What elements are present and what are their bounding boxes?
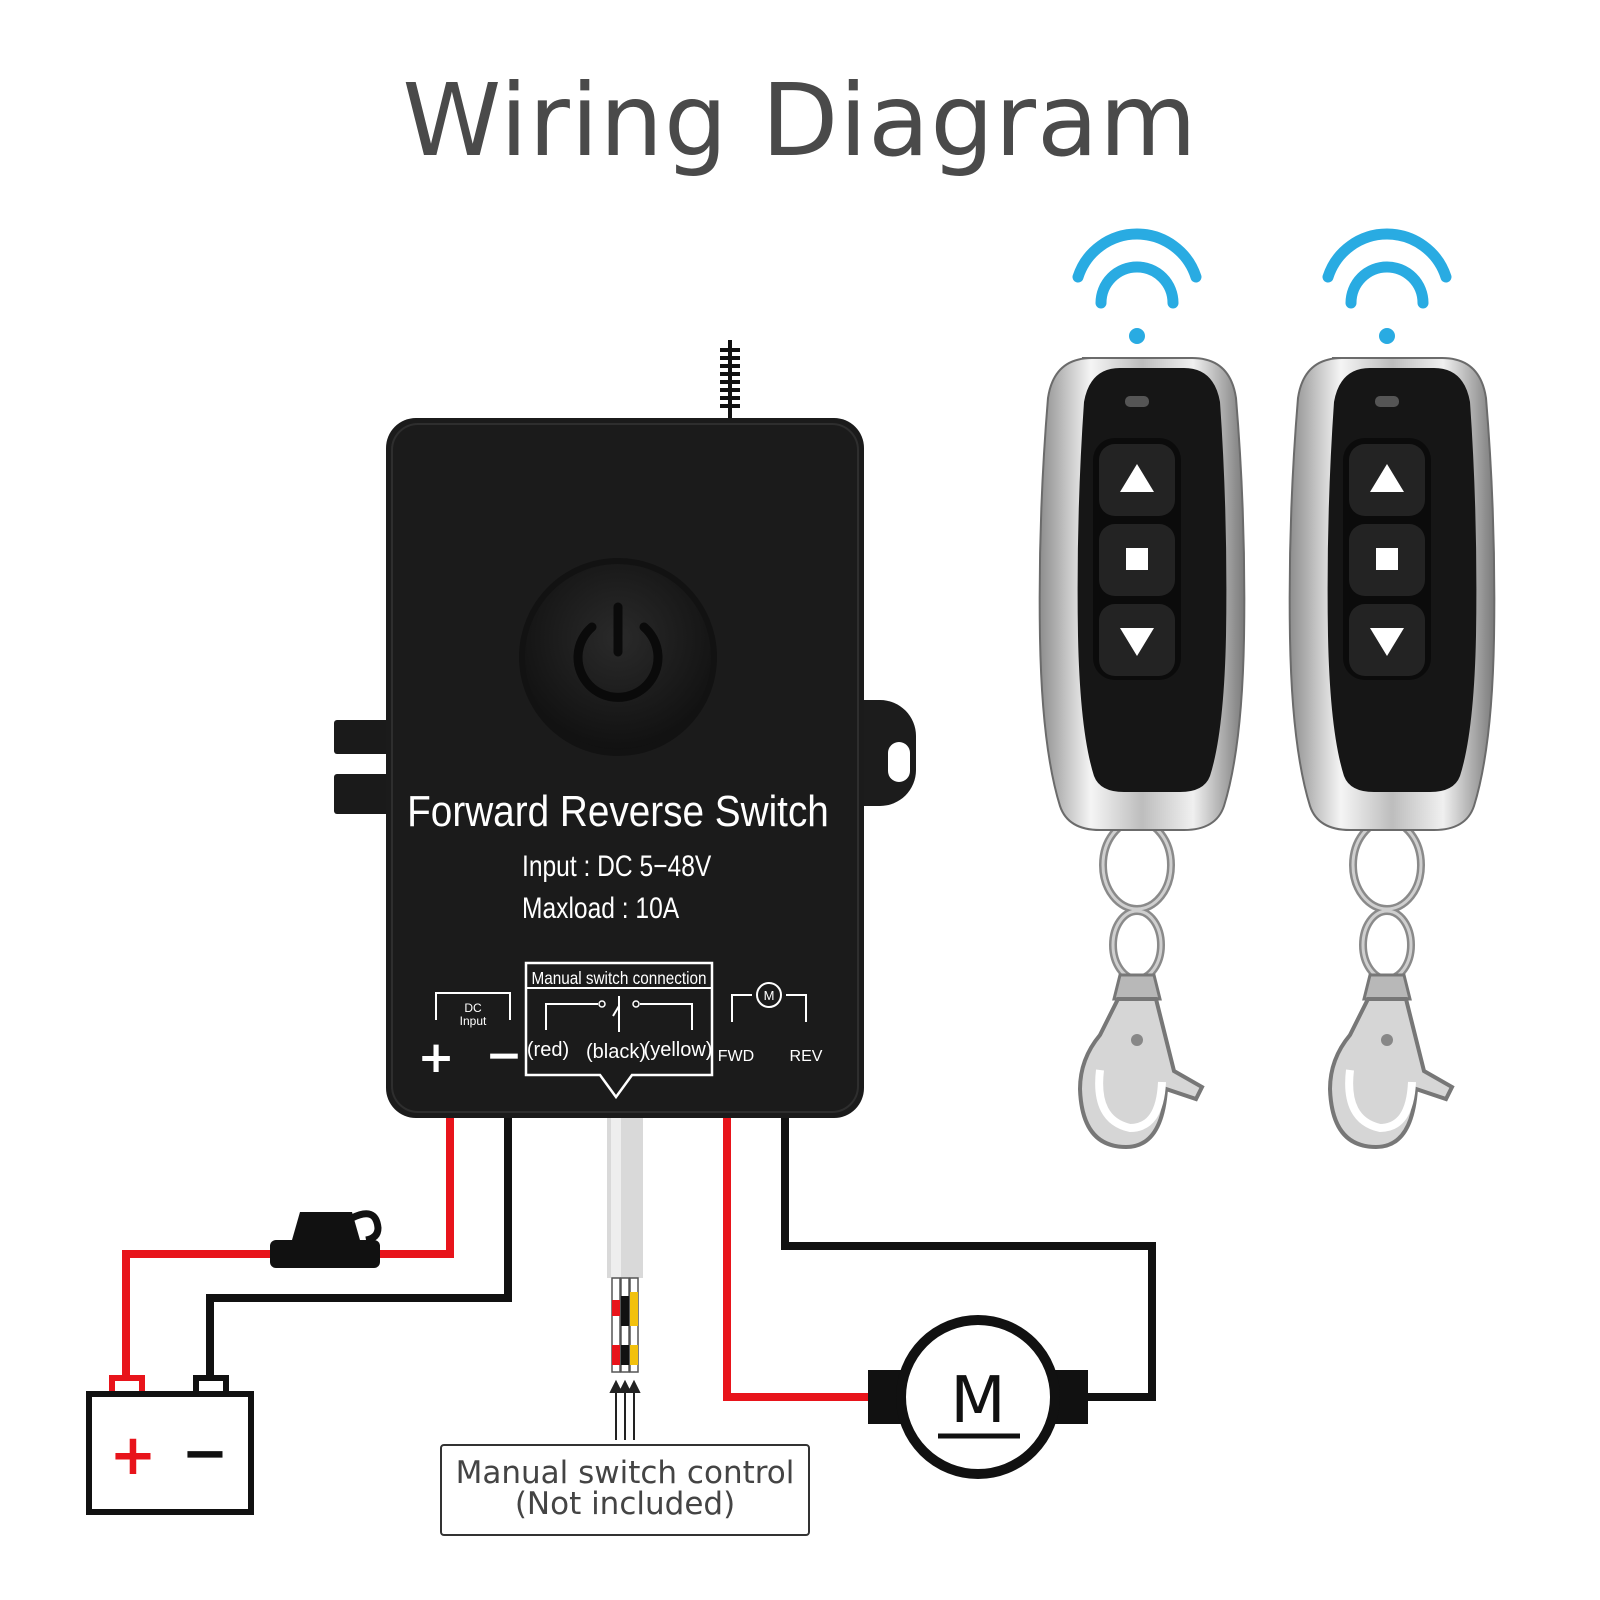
controller-box: Forward Reverse Switch Input : DC 5−48V … — [334, 340, 916, 1118]
manual-title: Manual switch connection — [531, 968, 706, 988]
black-ground-wire — [206, 1118, 512, 1378]
remote-control-2 — [1290, 234, 1495, 1147]
fwd-red-wire — [723, 1118, 875, 1401]
battery-plus: + — [110, 1423, 157, 1488]
dc-label-2: Input — [460, 1014, 487, 1028]
wireless-signal-icon — [1072, 228, 1202, 309]
device-maxload: Maxload : 10A — [522, 891, 680, 925]
wires — [122, 1118, 1156, 1401]
fwd-label: FWD — [718, 1048, 754, 1065]
device-name: Forward Reverse Switch — [407, 786, 829, 836]
manual-yellow-label: (yellow) — [644, 1039, 713, 1061]
manual-switch-label-line2: (Not included) — [514, 1486, 736, 1522]
manual-red-label: (red) — [527, 1039, 569, 1061]
motor-small-label: M — [764, 988, 775, 1003]
dc-minus: − — [486, 1030, 523, 1081]
remote-control-1 — [1038, 228, 1246, 1150]
motor: M — [868, 1315, 1088, 1479]
manual-black-label: (black) — [586, 1041, 646, 1063]
rev-black-wire — [781, 1118, 1156, 1401]
manual-cable — [607, 1118, 643, 1440]
diagram-title: Wiring Diagram — [402, 62, 1198, 179]
manual-switch-label-line1: Manual switch control — [455, 1455, 795, 1491]
dc-plus: + — [418, 1032, 455, 1083]
battery: + − — [86, 1375, 254, 1515]
rev-label: REV — [790, 1048, 823, 1065]
manual-switch-label: Manual switch control (Not included) — [440, 1444, 810, 1536]
dc-label-1: DC — [464, 1001, 482, 1015]
motor-label: M — [950, 1364, 1005, 1438]
antenna — [720, 340, 740, 418]
device-input: Input : DC 5−48V — [522, 849, 712, 883]
battery-minus: − — [182, 1421, 229, 1486]
fuse-holder — [270, 1210, 382, 1268]
